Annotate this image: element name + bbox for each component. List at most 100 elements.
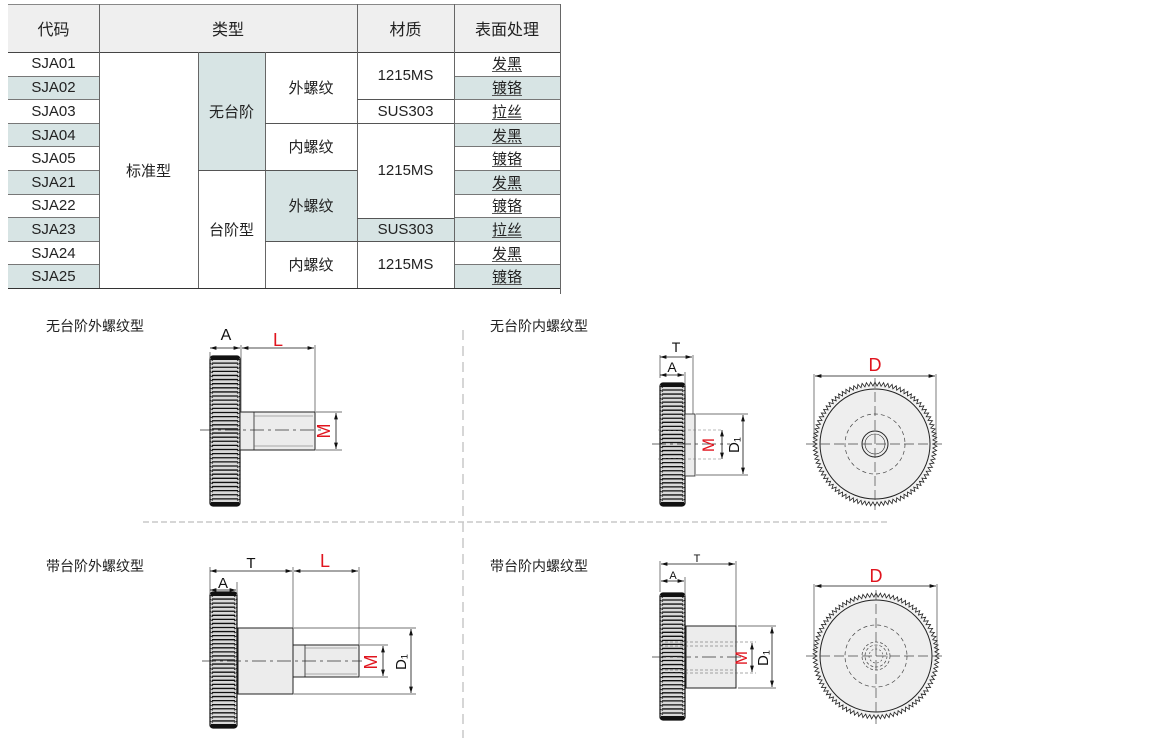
surface-cell: 镀铬 — [454, 264, 560, 288]
thread-type-label: 外螺纹 — [288, 197, 334, 215]
surface-cell: 镀铬 — [454, 146, 560, 170]
surface-cell: 拉丝 — [454, 99, 560, 123]
code-cell: SJA05 — [8, 146, 99, 170]
header-type-label: 类型 — [211, 20, 244, 39]
dim-t-label: T — [672, 339, 681, 355]
surface-cell: 镀铬 — [454, 193, 560, 218]
thread-type-cell: 内螺纹 — [265, 123, 357, 170]
material-cell: SUS303 — [357, 99, 454, 123]
drawing-no-step-internal-front: D — [806, 355, 944, 510]
header-bottom-border — [8, 52, 560, 53]
row-divider — [357, 218, 454, 219]
caption-step-internal: 带台阶内螺纹型 — [490, 559, 588, 575]
header-type: 类型 — [99, 4, 357, 52]
step-type-cell: 无台阶 — [198, 52, 265, 170]
header-surface: 表面处理 — [454, 4, 560, 52]
dim-d-label: D — [870, 566, 883, 586]
surface-label: 镀铬 — [491, 150, 522, 169]
code-cell: SJA02 — [8, 75, 99, 100]
surface-label: 镀铬 — [491, 268, 522, 287]
drawing-step-internal-front: D — [806, 566, 946, 724]
surface-label: 发黑 — [491, 55, 522, 74]
code-cell: SJA22 — [8, 193, 99, 218]
material-cell: SUS303 — [357, 218, 454, 241]
material-cell: 1215MS — [357, 52, 454, 99]
col-divider — [357, 4, 358, 288]
surface-cell: 拉丝 — [454, 217, 560, 241]
code-label: SJA23 — [31, 220, 76, 238]
dim-t-label: T — [694, 553, 701, 565]
material-label: SUS303 — [377, 221, 434, 238]
col-divider — [560, 4, 561, 294]
row-divider — [357, 123, 454, 124]
surface-label: 发黑 — [491, 126, 522, 145]
code-cell: SJA04 — [8, 122, 99, 147]
material-label: SUS303 — [377, 102, 434, 120]
code-label: SJA03 — [31, 102, 76, 120]
surface-label: 发黑 — [491, 173, 522, 192]
caption-step-external: 带台阶外螺纹型 — [46, 559, 144, 575]
dim-l-label: L — [320, 551, 330, 571]
table-top-border — [8, 4, 560, 5]
code-label: SJA22 — [31, 197, 76, 215]
surface-cell: 镀铬 — [454, 75, 560, 100]
header-material: 材质 — [357, 4, 454, 52]
dim-d-label: D — [869, 355, 882, 375]
code-cell: SJA25 — [8, 264, 99, 288]
dim-m-label: M — [314, 424, 334, 439]
drawing-no-step-external: A L M — [200, 327, 342, 507]
step-type-label: 无台阶 — [208, 102, 254, 121]
col-divider — [99, 4, 100, 288]
code-label: SJA01 — [31, 55, 76, 73]
caption-no-step-internal: 无台阶内螺纹型 — [490, 319, 588, 335]
row-divider — [198, 170, 265, 171]
surface-label: 镀铬 — [491, 79, 522, 98]
code-cell: SJA03 — [8, 99, 99, 123]
boss — [684, 413, 696, 477]
row-divider — [357, 241, 454, 242]
drawing-step-internal-side: T A M D₁ — [652, 553, 776, 721]
dim-d1-label: D₁ — [393, 654, 410, 670]
material-label: 1215MS — [377, 256, 434, 273]
thread-type-label: 内螺纹 — [288, 138, 334, 156]
header-surface-label: 表面处理 — [474, 20, 539, 39]
surface-label: 拉丝 — [491, 220, 522, 239]
material-cell: 1215MS — [357, 123, 454, 218]
category-cell: 标准型 — [99, 52, 198, 288]
code-label: SJA21 — [31, 173, 76, 191]
dim-d1-label: D₁ — [726, 437, 743, 453]
table-bottom-border — [8, 288, 561, 289]
code-label: SJA05 — [31, 150, 76, 168]
thread-type-label: 外螺纹 — [288, 79, 334, 97]
surface-label: 发黑 — [491, 244, 522, 263]
dim-t-label: T — [246, 555, 255, 572]
dim-m-label: M — [699, 438, 718, 452]
surface-cell: 发黑 — [454, 122, 560, 147]
dim-a-label: A — [667, 359, 677, 375]
drawing-no-step-internal-side: T A M D₁ — [652, 339, 748, 507]
surface-cell: 发黑 — [454, 52, 560, 76]
header-code: 代码 — [8, 4, 99, 52]
code-label: SJA24 — [31, 244, 76, 262]
category-label: 标准型 — [125, 161, 171, 180]
surface-label: 镀铬 — [491, 197, 522, 216]
material-label: 1215MS — [377, 67, 434, 84]
drawing-step-external: T A L M D₁ — [202, 551, 416, 729]
surface-cell: 发黑 — [454, 240, 560, 265]
header-code-label: 代码 — [37, 20, 70, 39]
code-label: SJA02 — [31, 79, 76, 97]
code-label: SJA04 — [31, 126, 76, 144]
code-label: SJA25 — [31, 268, 76, 286]
surface-label: 拉丝 — [491, 102, 522, 121]
knurl-side-view — [659, 592, 686, 721]
thread-type-cell: 内螺纹 — [265, 241, 357, 288]
dim-a-label: A — [221, 327, 232, 344]
surface-cell: 发黑 — [454, 170, 560, 194]
dim-l-label: L — [273, 330, 283, 350]
thread-type-cell: 外螺纹 — [265, 170, 357, 241]
material-label: 1215MS — [377, 162, 434, 179]
header-material-label: 材质 — [389, 20, 422, 39]
